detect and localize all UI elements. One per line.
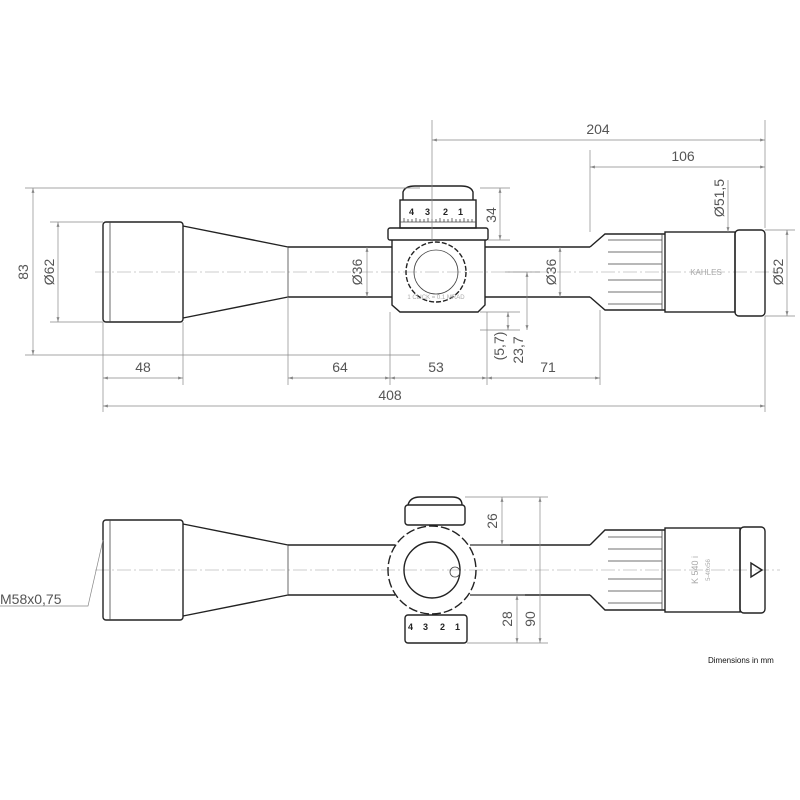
- objective-taper: [182, 225, 289, 319]
- turret-number: 2: [443, 207, 448, 217]
- elevation-turret: [399, 199, 477, 229]
- elevation-turret-side: [404, 504, 466, 526]
- dim-label: 48: [135, 359, 151, 375]
- turret-number: 4: [409, 207, 414, 217]
- dim-label: Ø52: [770, 259, 786, 286]
- dim-label: Ø36: [349, 259, 365, 286]
- turret-base: [387, 227, 489, 241]
- dim-label: 408: [378, 387, 402, 403]
- dim-label: 23,7: [510, 336, 526, 363]
- objective-bell: [102, 221, 184, 323]
- dim-label: 106: [671, 148, 695, 164]
- dim-label: Ø36: [543, 259, 559, 286]
- dim-label: (5,7): [491, 332, 507, 361]
- dim-label: 28: [499, 611, 515, 627]
- turret-number: 3: [423, 622, 428, 632]
- dim-label: 83: [15, 264, 31, 280]
- parallax-wheel: [387, 525, 477, 615]
- side-view: 4 3 2 1 K 540 i 5-40x56 26 28 90 M58x0,7…: [0, 496, 780, 644]
- turret-number: 3: [425, 207, 430, 217]
- turret-scale-ticks: [403, 218, 473, 222]
- dim-label: 26: [484, 513, 500, 529]
- turret-caption: 1 CLICK = 0.1 MRAD: [407, 295, 465, 301]
- magnification-ring: [589, 233, 665, 311]
- thread-label: M58x0,75: [0, 591, 62, 607]
- turret-number: 2: [440, 622, 445, 632]
- model-label: K 540 i: [690, 556, 700, 584]
- windage-knob: [405, 241, 467, 303]
- dim-label: Ø62: [41, 259, 57, 286]
- eyepiece-ring: [734, 229, 766, 317]
- dim-label: 71: [540, 359, 556, 375]
- magnification-label: 5-40x56: [706, 558, 712, 580]
- eyepiece-ring: [739, 526, 766, 614]
- units-note: Dimensions in mm: [708, 656, 774, 665]
- turret-saddle: [391, 240, 486, 313]
- dim-label: 64: [332, 359, 348, 375]
- triangle-marker-icon: [750, 561, 764, 579]
- dim-label: 53: [428, 359, 444, 375]
- brand-label: KAHLES: [690, 268, 722, 277]
- turret-number: 1: [455, 622, 460, 632]
- windage-turret-side: [404, 614, 468, 644]
- dimensions-side: 26 28 90 M58x0,75: [0, 496, 548, 644]
- dim-label: 90: [522, 611, 538, 627]
- main-tube: [288, 544, 590, 596]
- dimensions-top: 204 106 83 Ø62 34 Ø51,5 Ø52 Ø36 Ø36 (5,7…: [15, 120, 795, 412]
- turret-number: 1: [458, 207, 463, 217]
- dim-label: Ø51,5: [711, 179, 727, 217]
- objective-bell: [102, 519, 184, 621]
- dim-label: 204: [586, 121, 610, 137]
- turret-number: 4: [408, 622, 413, 632]
- main-tube: [288, 246, 590, 298]
- dim-label: 34: [483, 207, 499, 223]
- turret-cap: [402, 185, 474, 200]
- top-view: 4 3 2 1 1 CLICK = 0.1 MRAD KAHLES 204 10…: [15, 120, 795, 412]
